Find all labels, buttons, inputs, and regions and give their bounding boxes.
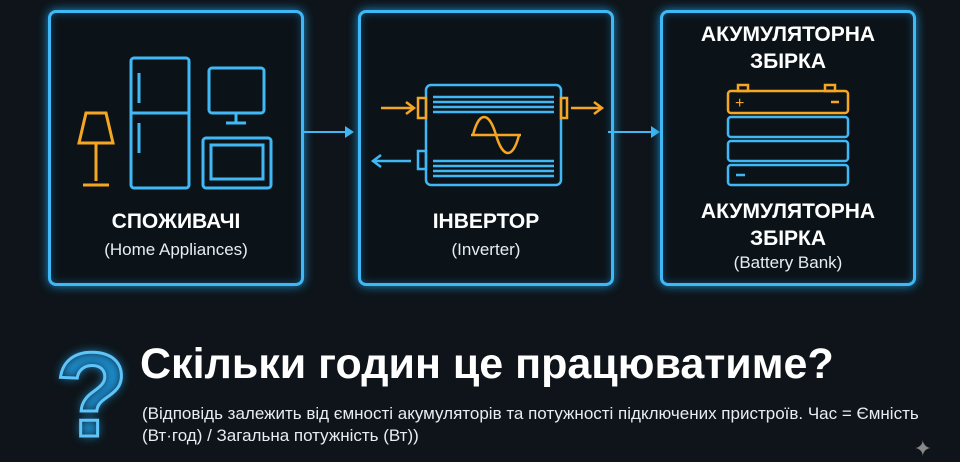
- battery-icon: +: [726, 83, 850, 187]
- consumers-title: СПОЖИВАЧІ: [111, 210, 241, 233]
- question-heading: Скільки годин це працюватиме?: [140, 340, 834, 388]
- inverter-title: ІНВЕРТОР: [432, 210, 540, 233]
- sparkle-icon: ✦: [913, 436, 932, 461]
- consumers-panel: СПОЖИВАЧІ (Home Appliances): [48, 10, 304, 286]
- question-note: (Відповідь залежить від ємності акумулят…: [142, 404, 919, 445]
- battery-panel: АКУМУЛЯТОРНА ЗБІРКА + АКУМУЛЯТОРНА ЗБІРК…: [660, 10, 916, 286]
- flow-arrow: [608, 126, 660, 138]
- battery-top-title: АКУМУЛЯТОРНА ЗБІРКА: [700, 23, 876, 73]
- consumers-subtitle: (Home Appliances): [104, 240, 248, 259]
- question-mark-icon: ?: [53, 328, 129, 462]
- battery-subtitle: (Battery Bank): [733, 253, 843, 272]
- inverter-panel: ІНВЕРТОР (Inverter): [358, 10, 614, 286]
- appliances-icon: [77, 56, 273, 190]
- inverter-icon: [370, 83, 605, 187]
- battery-title: АКУМУЛЯТОРНА ЗБІРКА: [700, 200, 876, 250]
- flow-arrow: [302, 126, 354, 138]
- svg-text:+: +: [735, 95, 744, 112]
- inverter-subtitle: (Inverter): [451, 240, 521, 259]
